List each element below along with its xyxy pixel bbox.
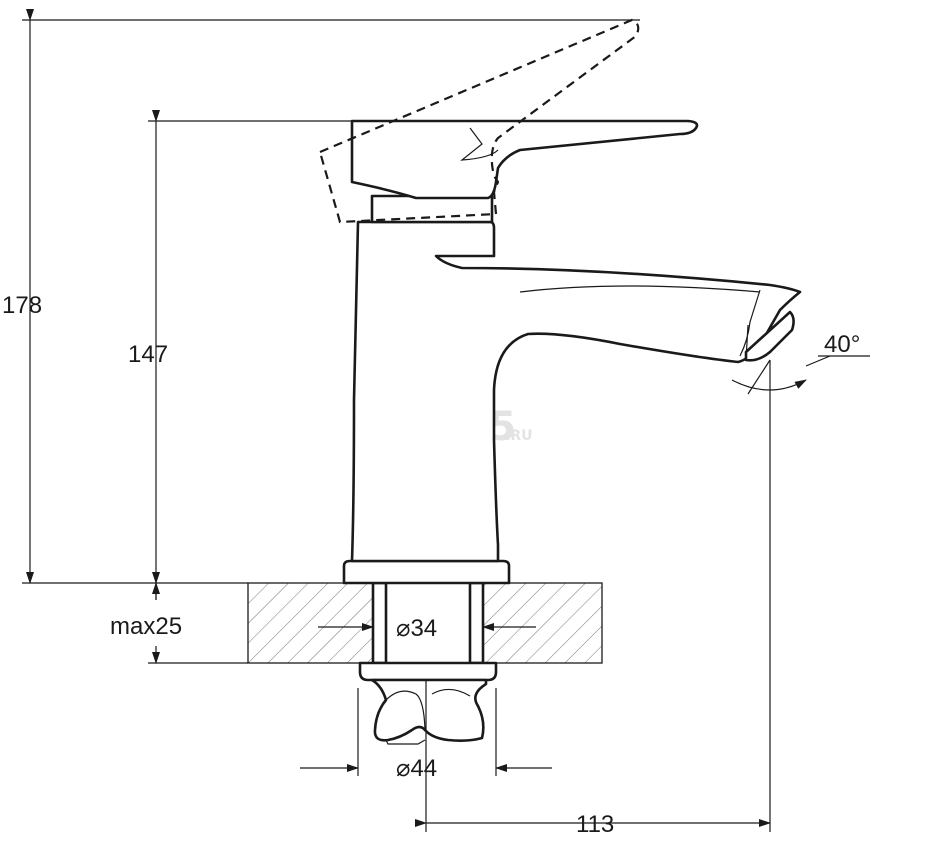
dim-total-height: 178 xyxy=(2,292,42,319)
countertop-section xyxy=(247,582,603,664)
watermark-suffix: .RU xyxy=(505,428,532,444)
lever-handle-raised xyxy=(318,18,640,224)
dimension-lines xyxy=(22,9,870,832)
dim-aerator-angle: 40° xyxy=(824,331,860,358)
handle-neck xyxy=(370,194,494,224)
dim-nut-diameter: ⌀44 xyxy=(396,755,437,782)
dim-hole-diameter: ⌀34 xyxy=(396,615,437,642)
lever-handle xyxy=(350,119,699,200)
faucet-body xyxy=(350,220,802,563)
fixing-nut xyxy=(358,661,498,745)
dim-spout-height: 147 xyxy=(128,341,168,368)
dim-spout-reach: 113 xyxy=(576,811,614,838)
dim-max-countertop: max25 xyxy=(110,613,182,640)
faucet-base xyxy=(342,559,511,585)
